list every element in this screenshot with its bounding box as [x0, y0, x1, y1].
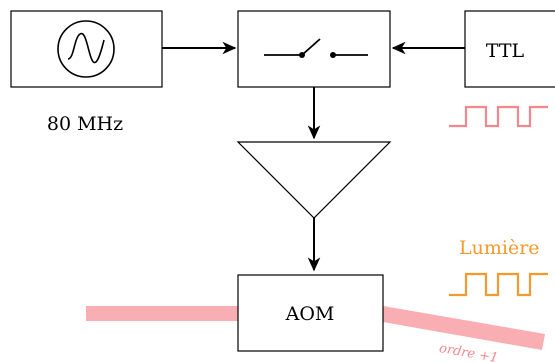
switch-icon [264, 38, 368, 58]
ttl-label: TTL [486, 40, 525, 62]
order-label: ordre +1 [438, 341, 499, 362]
light-signal-waveform-icon [449, 272, 548, 297]
aom-label: AOM [285, 303, 335, 325]
amplifier-icon [236, 141, 392, 219]
ttl-block: TTL [464, 10, 555, 88]
frequency-label: 80 MHz [47, 113, 123, 135]
switch-block [237, 10, 391, 88]
aom-block: AOM [237, 274, 384, 352]
ttl-signal-waveform-icon [449, 105, 548, 128]
sine-wave-icon [67, 32, 105, 64]
oscillator-block [10, 10, 163, 88]
input-beam [86, 306, 238, 321]
light-label: Lumière [459, 237, 540, 259]
diffracted-beam-order-plus-1 [383, 306, 545, 350]
sine-source-icon [57, 20, 115, 78]
